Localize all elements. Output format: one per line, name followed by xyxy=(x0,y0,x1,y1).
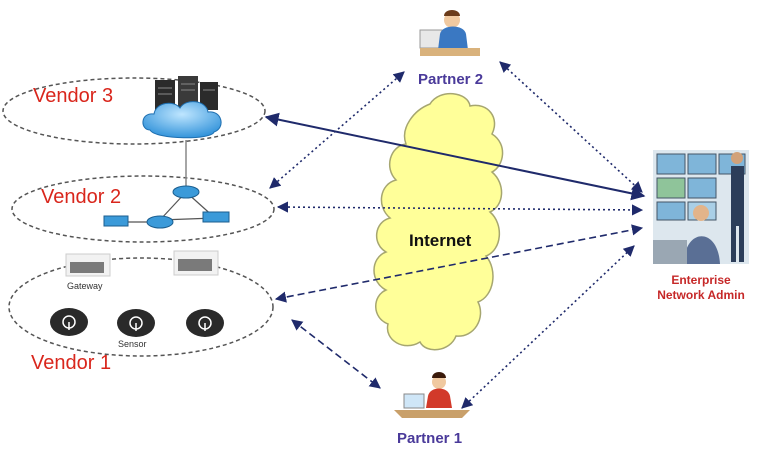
vendor2-admin-link xyxy=(276,201,644,216)
sensor-icon xyxy=(50,308,224,337)
vendor1-admin-link xyxy=(274,224,644,303)
partner2-admin-link xyxy=(499,61,643,193)
partner1-person-at-desk-icon xyxy=(394,372,470,418)
vendor1-label: Vendor 1 xyxy=(31,352,112,374)
vendor2-partner2-link xyxy=(269,71,405,189)
network-operations-center-icon xyxy=(653,150,749,264)
partner1-admin-link xyxy=(461,245,635,409)
admin-label-line1: Enterprise xyxy=(671,273,731,287)
vendor1-partner1-link xyxy=(291,319,381,389)
gateway-label: Gateway xyxy=(67,281,103,291)
gateway-device-icon xyxy=(65,250,219,277)
admin-label-line2: Network Admin xyxy=(657,288,745,302)
connectors xyxy=(264,61,646,409)
partner2-person-at-desk-icon xyxy=(419,10,480,56)
admin-label: Enterprise Network Admin xyxy=(651,273,751,303)
sensor-label: Sensor xyxy=(118,339,147,349)
partner1-label: Partner 1 xyxy=(397,430,463,447)
vendor3-boundary xyxy=(2,77,266,145)
internet-label: Internet xyxy=(409,231,472,250)
vendor3-label: Vendor 3 xyxy=(33,85,114,107)
vendor1-boundary xyxy=(8,257,274,357)
router-network-icon xyxy=(103,185,230,229)
vendor2-boundary xyxy=(11,175,275,243)
internet-cloud xyxy=(373,93,504,351)
server-cloud-icon xyxy=(142,76,222,139)
vendor2-label: Vendor 2 xyxy=(41,186,122,208)
partner2-label: Partner 2 xyxy=(418,71,484,88)
